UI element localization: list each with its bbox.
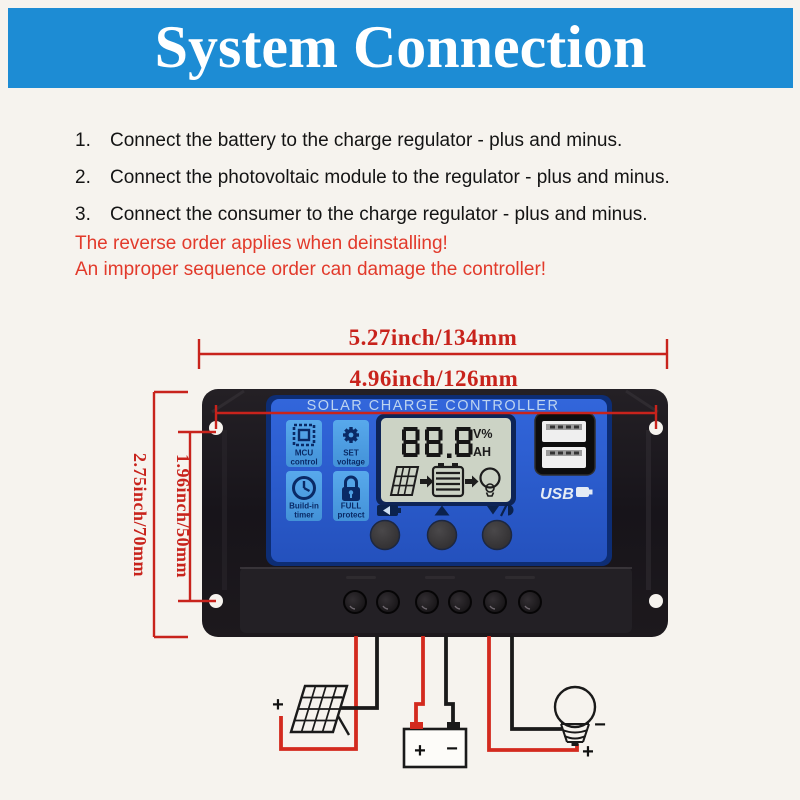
lcd-solar-icon bbox=[389, 466, 420, 496]
hole-height-dimension: 1.96inch/50mm bbox=[173, 430, 216, 603]
solar-positive-wire bbox=[279, 636, 358, 751]
page-title: System Connection bbox=[154, 14, 647, 80]
battery-icon bbox=[402, 722, 468, 769]
lock-icon bbox=[342, 475, 360, 501]
terminal-block bbox=[343, 576, 542, 614]
lcd-unit-top: V% bbox=[473, 427, 492, 441]
mcu-icon bbox=[292, 423, 316, 447]
usb-plug-icon bbox=[576, 487, 593, 497]
item-number: 2. bbox=[75, 167, 91, 188]
title-banner: System Connection bbox=[8, 8, 793, 88]
solar-minus-label: − bbox=[331, 687, 343, 709]
tile-label: MCU bbox=[295, 449, 313, 458]
outer-height-label: 2.75inch/70mm bbox=[130, 453, 150, 577]
tile-label: voltage bbox=[337, 458, 366, 467]
button-right bbox=[481, 519, 513, 551]
panel-buttons bbox=[369, 519, 513, 551]
terminal-screws bbox=[343, 590, 542, 614]
terminal-markings bbox=[346, 576, 535, 579]
tile-label: protect bbox=[337, 511, 364, 520]
tile-label: SET bbox=[343, 449, 359, 458]
gear-icon bbox=[343, 427, 359, 443]
instruction-item: 3. Connect the consumer to the charge re… bbox=[75, 204, 670, 226]
battery-plus-label: + bbox=[414, 740, 426, 762]
usb-ports: USB bbox=[534, 412, 596, 503]
clock-icon bbox=[292, 476, 316, 500]
load-indicator-icon bbox=[487, 503, 514, 517]
battery-positive-wire bbox=[414, 636, 425, 722]
up-arrow-icon bbox=[434, 505, 450, 516]
item-text: Connect the battery to the charge regula… bbox=[110, 130, 623, 151]
solar-plus-label: + bbox=[272, 694, 284, 716]
solar-panel-icon bbox=[289, 684, 351, 736]
hole-height-label: 1.96inch/50mm bbox=[173, 454, 193, 578]
hole-width-label: 4.96inch/126mm bbox=[350, 366, 519, 391]
hole-width-dimension: 4.96inch/126mm bbox=[214, 366, 658, 429]
battery-negative-wire bbox=[444, 636, 455, 722]
tile-label: control bbox=[290, 458, 317, 467]
load-minus-label: − bbox=[594, 714, 606, 736]
lcd-digits bbox=[402, 427, 473, 458]
lcd-arrow-icon bbox=[420, 475, 434, 488]
outer-height-dimension: 2.75inch/70mm bbox=[130, 390, 188, 639]
usb-label: USB bbox=[540, 486, 574, 503]
instruction-list: 1. Connect the battery to the charge reg… bbox=[75, 130, 670, 241]
load-negative-wire bbox=[510, 636, 562, 731]
button-left bbox=[369, 519, 401, 551]
item-text: Connect the photovoltaic module to the r… bbox=[110, 167, 670, 188]
outer-width-label: 5.27inch/134mm bbox=[349, 325, 518, 350]
lcd-arrow-icon bbox=[465, 475, 479, 488]
battery-indicator-icon bbox=[377, 505, 401, 516]
load-positive-wire bbox=[487, 636, 579, 752]
outer-width-dimension: 5.27inch/134mm bbox=[197, 325, 669, 369]
tile-label: Build-in bbox=[289, 502, 319, 511]
function-tiles: MCU control SET voltage Build-in timer bbox=[286, 420, 369, 521]
panel-title: SOLAR CHARGE CONTROLLER bbox=[307, 398, 560, 414]
solar-negative-wire bbox=[341, 636, 379, 710]
item-number: 3. bbox=[75, 204, 91, 225]
lcd-display: V% AH bbox=[376, 414, 516, 506]
wiring-diagram: + − + − + − bbox=[272, 636, 606, 769]
item-number: 1. bbox=[75, 130, 91, 151]
warning-text: The reverse order applies when deinstall… bbox=[75, 233, 546, 285]
item-text: Connect the consumer to the charge regul… bbox=[110, 204, 648, 225]
lcd-bulb-icon bbox=[479, 467, 501, 497]
usb-port-top bbox=[542, 421, 586, 442]
load-plus-label: + bbox=[582, 741, 594, 763]
mount-hole bbox=[649, 594, 663, 608]
battery-minus-label: − bbox=[446, 738, 458, 760]
indicator-icons bbox=[377, 503, 514, 517]
warning-line: An improper sequence order can damage th… bbox=[75, 259, 547, 280]
lcd-battery-icon bbox=[431, 463, 465, 498]
instruction-item: 1. Connect the battery to the charge reg… bbox=[75, 130, 670, 152]
tile-label: FULL bbox=[341, 502, 362, 511]
dimension-annotations: 5.27inch/134mm 4.96inch/126mm 2.75inch/7… bbox=[130, 325, 669, 639]
tile-label: timer bbox=[294, 511, 314, 520]
lcd-unit-bottom: AH bbox=[473, 445, 491, 459]
light-bulb-icon bbox=[553, 685, 597, 746]
usb-port-bottom bbox=[542, 447, 586, 468]
warning-line: The reverse order applies when deinstall… bbox=[75, 233, 448, 254]
instruction-item: 2. Connect the photovoltaic module to th… bbox=[75, 167, 670, 189]
button-middle bbox=[426, 519, 458, 551]
